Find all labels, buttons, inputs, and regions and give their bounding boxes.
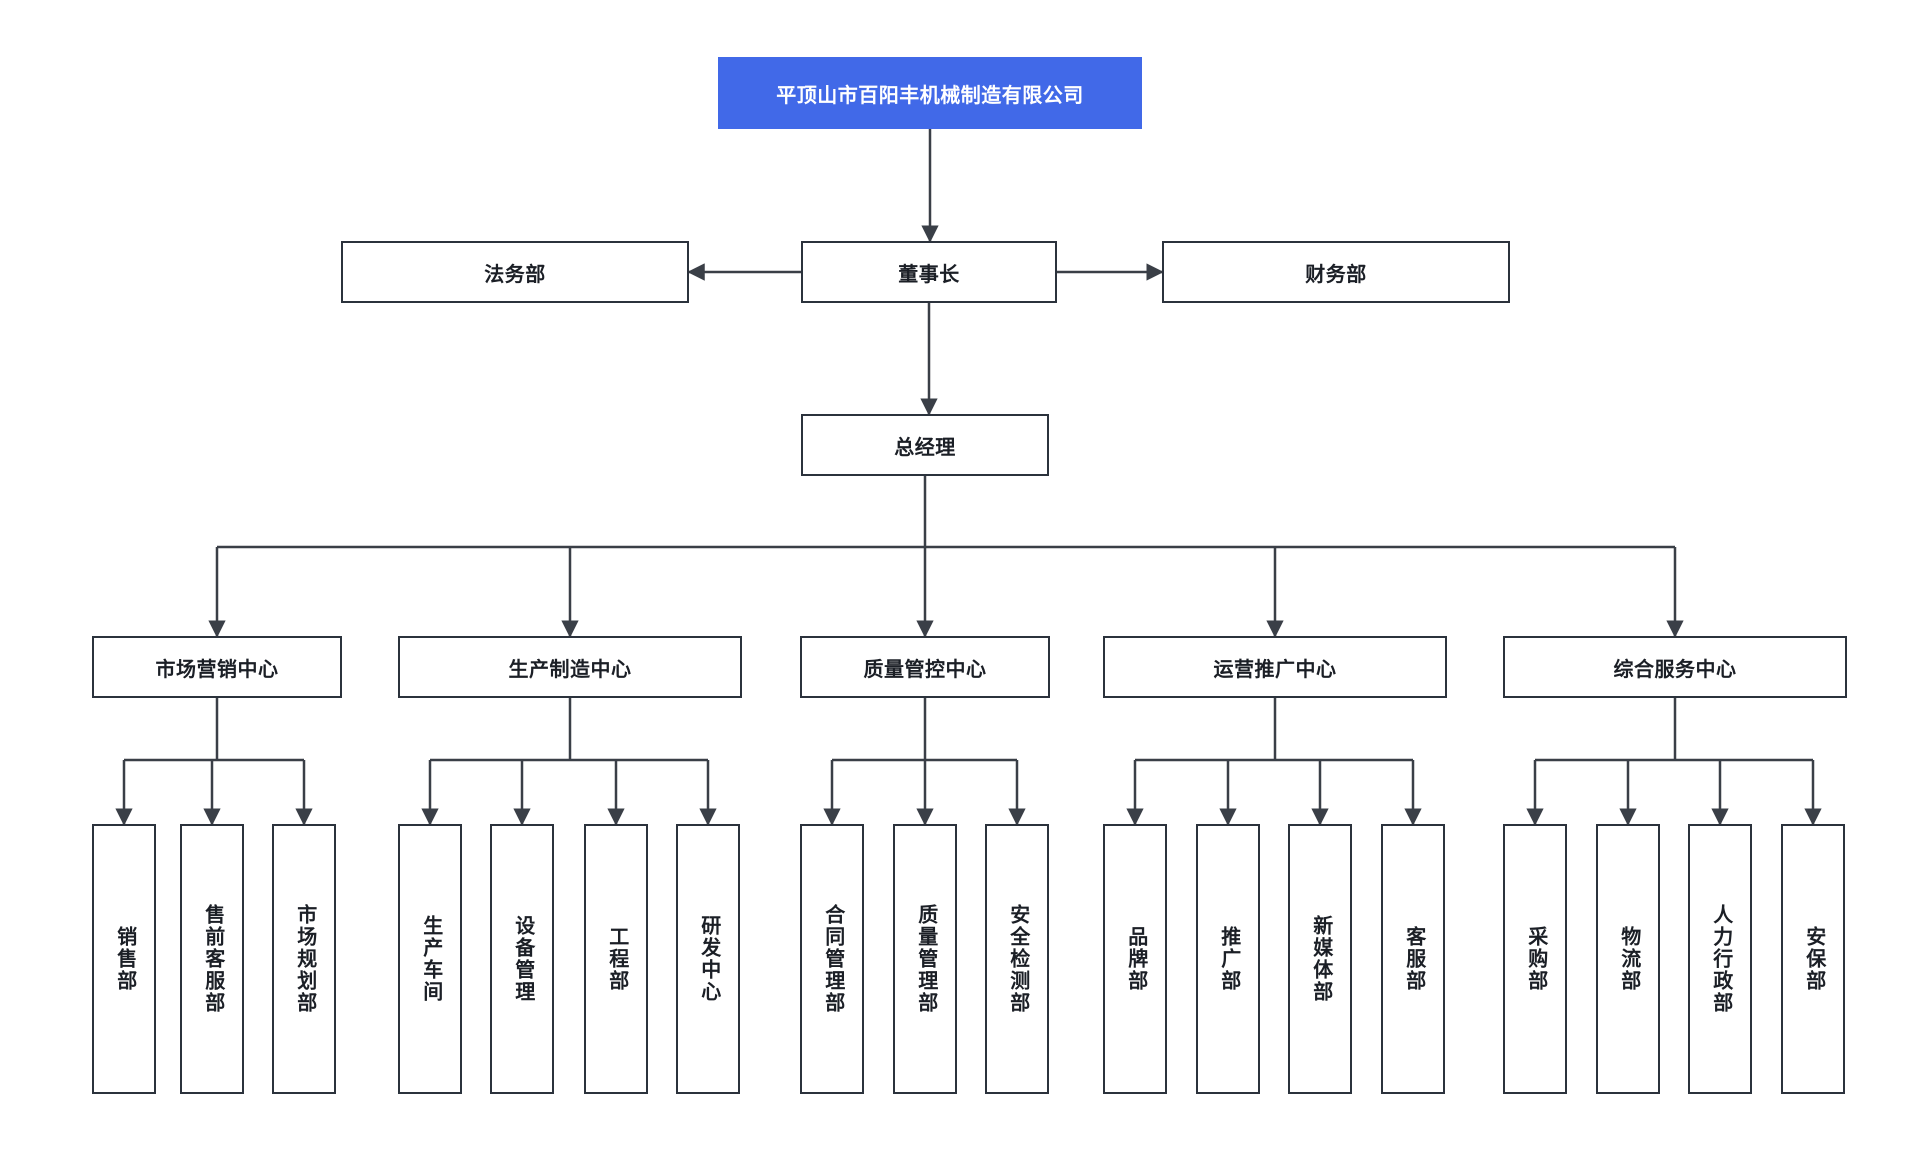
node-department-5-3[interactable]: 人力行政部 [1688,824,1752,1094]
node-legal-dept[interactable]: 法务部 [341,241,689,303]
node-general-manager[interactable]: 总经理 [801,414,1049,476]
node-label: 售前客服部 [201,904,224,1014]
node-center-4[interactable]: 运营推广中心 [1103,636,1447,698]
node-label: 总经理 [894,436,956,459]
node-company-root[interactable]: 平顶山市百阳丰机械制造有限公司 [718,57,1142,129]
node-department-2-3[interactable]: 工程部 [584,824,648,1094]
node-label: 研发中心 [697,915,720,1003]
node-department-1-2[interactable]: 售前客服部 [180,824,244,1094]
node-label: 质量管理部 [914,904,937,1014]
node-center-3[interactable]: 质量管控中心 [800,636,1050,698]
node-label: 采购部 [1524,926,1547,992]
node-label: 推广部 [1217,926,1240,992]
node-label: 综合服务中心 [1613,658,1737,681]
node-chairman[interactable]: 董事长 [801,241,1057,303]
node-label: 物流部 [1617,926,1640,992]
node-label: 销售部 [113,926,136,992]
node-label: 合同管理部 [821,904,844,1014]
node-department-1-3[interactable]: 市场规划部 [272,824,336,1094]
node-label: 董事长 [898,263,960,286]
node-label: 生产车间 [419,915,442,1003]
node-label: 安保部 [1802,926,1825,992]
node-center-1[interactable]: 市场营销中心 [92,636,342,698]
node-label: 安全检测部 [1006,904,1029,1014]
node-department-4-1[interactable]: 品牌部 [1103,824,1167,1094]
node-department-3-1[interactable]: 合同管理部 [800,824,864,1094]
node-label: 市场营销中心 [155,658,279,681]
node-department-5-4[interactable]: 安保部 [1781,824,1845,1094]
node-label: 人力行政部 [1709,904,1732,1014]
node-label: 客服部 [1402,926,1425,992]
node-department-5-1[interactable]: 采购部 [1503,824,1567,1094]
node-department-3-2[interactable]: 质量管理部 [893,824,957,1094]
node-department-2-1[interactable]: 生产车间 [398,824,462,1094]
node-finance-dept[interactable]: 财务部 [1162,241,1510,303]
node-department-4-2[interactable]: 推广部 [1196,824,1260,1094]
node-label: 设备管理 [511,915,534,1003]
node-label: 品牌部 [1124,926,1147,992]
node-department-3-3[interactable]: 安全检测部 [985,824,1049,1094]
node-department-4-3[interactable]: 新媒体部 [1288,824,1352,1094]
node-center-2[interactable]: 生产制造中心 [398,636,742,698]
node-label: 法务部 [484,263,546,286]
node-label: 财务部 [1305,263,1367,286]
node-department-5-2[interactable]: 物流部 [1596,824,1660,1094]
node-label: 平顶山市百阳丰机械制造有限公司 [776,84,1084,107]
node-label: 市场规划部 [293,904,316,1014]
node-label: 生产制造中心 [508,658,632,681]
node-department-2-4[interactable]: 研发中心 [676,824,740,1094]
node-label: 质量管控中心 [863,658,987,681]
node-label: 新媒体部 [1309,915,1332,1003]
node-department-1-1[interactable]: 销售部 [92,824,156,1094]
node-center-5[interactable]: 综合服务中心 [1503,636,1847,698]
node-label: 工程部 [605,926,628,992]
node-department-2-2[interactable]: 设备管理 [490,824,554,1094]
node-label: 运营推广中心 [1213,658,1337,681]
node-department-4-4[interactable]: 客服部 [1381,824,1445,1094]
